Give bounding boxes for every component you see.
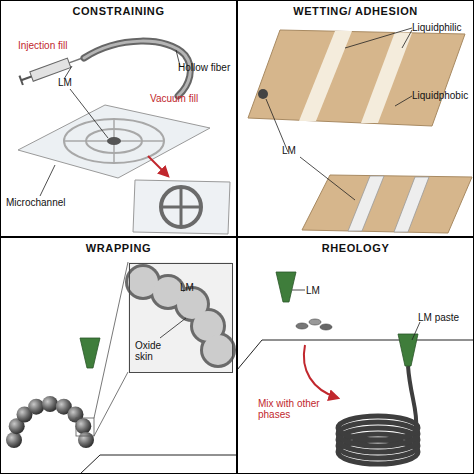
leader-line (402, 30, 412, 48)
lm-disks (296, 319, 332, 330)
syringe (19, 76, 22, 85)
patterned-substrate (394, 177, 429, 232)
part-label: LM paste (418, 312, 472, 323)
microchannel-chip (18, 105, 210, 178)
panel-heading: CONSTRAINING (1, 5, 236, 17)
paste-coil (338, 416, 418, 464)
hollow-fiber (84, 41, 190, 96)
lm-disks (320, 324, 332, 330)
filled-chip (180, 187, 183, 227)
paste-strand (408, 366, 416, 428)
panel-box: RHEOLOGY (237, 237, 474, 474)
part-label: Liquidphobic (412, 90, 472, 101)
zoom-lines (76, 262, 128, 436)
oxide-chain (203, 335, 233, 365)
patterned-substrate (302, 175, 472, 233)
substrate (299, 31, 352, 121)
sphere-arch (28, 399, 44, 415)
leader-line (345, 28, 412, 48)
zoom-lines (94, 372, 128, 436)
mix-arrow (304, 345, 338, 398)
plane (100, 455, 237, 456)
substrate (258, 89, 268, 99)
part-label: LM (282, 145, 302, 156)
leader-line (266, 99, 288, 152)
patterned-substrate (302, 175, 472, 233)
nozzle (80, 338, 100, 368)
hollow-fiber (84, 41, 190, 96)
part-label: Hollow fiber (178, 62, 236, 73)
zoom-lines (76, 418, 94, 436)
hollow-fiber (84, 41, 190, 96)
leader-line (292, 290, 305, 291)
panel-heading: WETTING/ ADHESION (238, 5, 473, 17)
plane (262, 340, 474, 341)
microchannel-chip (18, 105, 210, 178)
panel-box: WETTING/ ADHESION (237, 0, 474, 237)
syringe (21, 77, 31, 81)
syringe (19, 53, 84, 85)
leader-line (395, 96, 412, 106)
part-label: LM (306, 285, 326, 296)
leader-line (412, 322, 420, 340)
substrate (361, 32, 412, 123)
filled-chip (133, 180, 230, 234)
part-label: LM (58, 77, 78, 88)
plane (80, 455, 237, 474)
plane (237, 340, 262, 370)
sphere-arch (78, 432, 94, 448)
inset-box: LM Oxide skin (129, 263, 233, 373)
leader-line (266, 28, 412, 200)
filled-chip (161, 187, 201, 227)
inset-label: LM (180, 282, 210, 293)
part-label: Microchannel (6, 197, 76, 208)
inset-label: Oxide skin (135, 340, 169, 362)
nozzle (398, 334, 418, 366)
filled-chip (133, 180, 230, 234)
part-label: Vacuum fill (150, 93, 210, 104)
sphere-arch (42, 396, 58, 412)
sphere-arch (75, 418, 91, 434)
plane (237, 340, 474, 370)
part-label: Injection fill (18, 40, 88, 51)
vacuum-arrow (148, 156, 168, 176)
sphere-arch (6, 432, 22, 448)
panel-heading: RHEOLOGY (238, 242, 473, 254)
leader-line (40, 50, 180, 196)
oxide-chain (125, 264, 236, 368)
panel-box: WRAPPING LM Oxide skin (0, 237, 237, 474)
leader-line (300, 157, 355, 200)
part-label: Mix with other phases (258, 398, 328, 420)
microchannel-chip (107, 137, 121, 145)
part-label: Liquidphilic (412, 22, 472, 33)
sphere-arch (6, 396, 94, 448)
leader-line (160, 318, 186, 338)
patterned-substrate (348, 176, 384, 231)
panel-heading: WRAPPING (1, 242, 236, 254)
paste-coil (338, 416, 418, 440)
nozzle (276, 272, 296, 302)
leader-line (70, 89, 108, 138)
inset-background (128, 262, 232, 372)
leader-line (40, 165, 55, 196)
plane (80, 455, 100, 474)
lm-disks (296, 323, 308, 329)
lm-disks (309, 319, 321, 325)
